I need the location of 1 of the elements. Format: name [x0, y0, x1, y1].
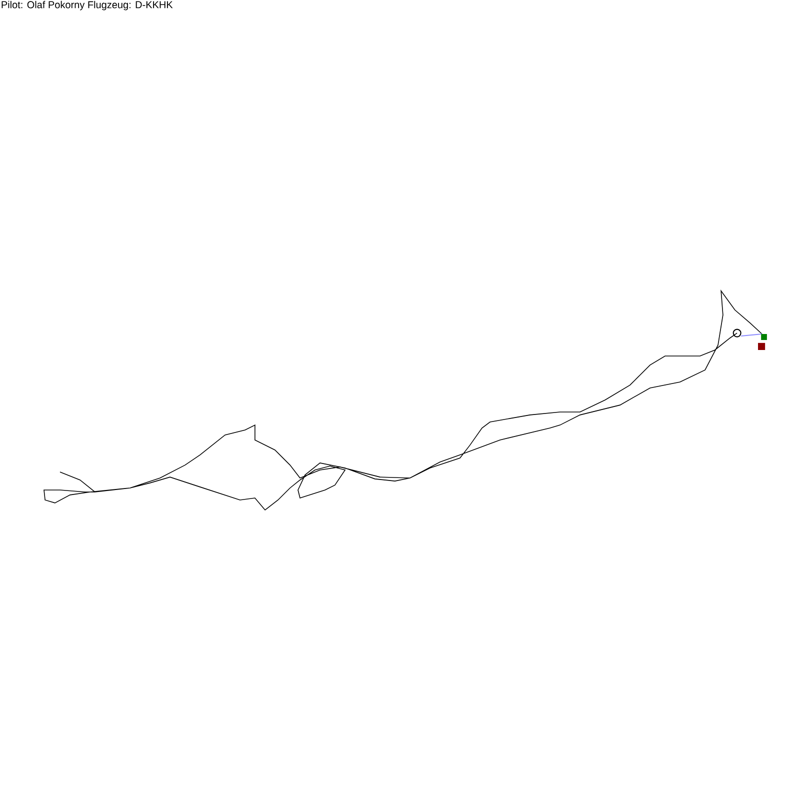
title: Pilot: Olaf Pokorny Flugzeug: D-KKHK [2, 0, 173, 10]
